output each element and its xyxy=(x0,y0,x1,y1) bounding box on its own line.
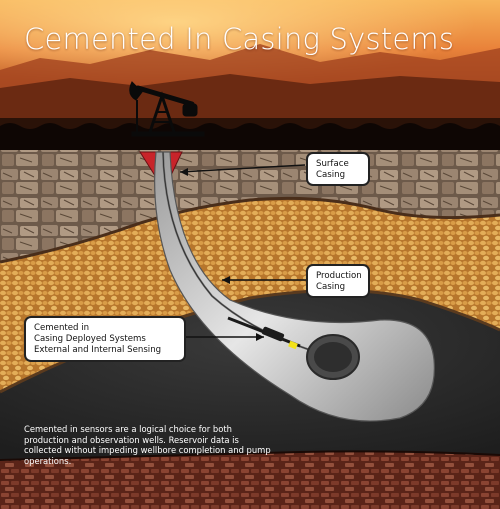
caption-text: Cemented in sensors are a logical choice… xyxy=(24,424,271,466)
surface-casing-leader xyxy=(179,164,306,173)
bottom-layer xyxy=(0,451,500,509)
rock-layer xyxy=(0,150,500,262)
cemented-label-1: Cemented in xyxy=(34,323,90,333)
pumpjack-icon xyxy=(129,81,205,137)
production-casing-label-1: Production xyxy=(316,271,362,281)
surface-casing-label-2: Casing xyxy=(316,170,346,180)
production-casing-callout: Production Casing xyxy=(306,264,370,298)
cemented-label-2: Casing Deployed Systems xyxy=(34,334,146,344)
production-casing-tube xyxy=(154,151,435,422)
surface-casing-callout: Surface Casing xyxy=(306,152,370,186)
cemented-callout: Cemented in Casing Deployed Systems Exte… xyxy=(24,316,186,362)
surface-casing-label-1: Surface xyxy=(316,159,349,169)
page-title: Cemented In Casing Systems xyxy=(24,22,455,56)
cemented-label-3: External and Internal Sensing xyxy=(34,345,162,355)
sensor-device xyxy=(261,326,285,342)
production-casing-label-2: Casing xyxy=(316,282,346,292)
sensor-indicator-icon xyxy=(288,340,298,350)
